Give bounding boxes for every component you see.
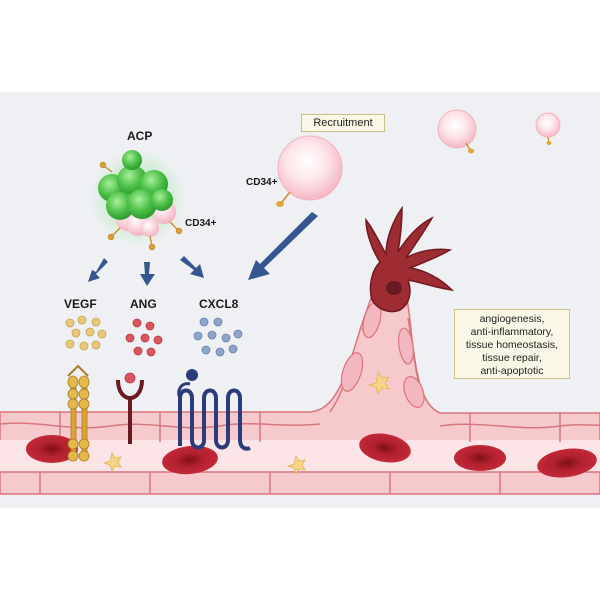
red-blood-cells xyxy=(26,433,597,478)
recruitment-label: Recruitment xyxy=(313,117,373,129)
cd34-cluster-label: CD34+ xyxy=(185,218,217,229)
arrow-to-ang xyxy=(140,262,155,286)
function-line: tissue homeostasis, xyxy=(465,339,559,351)
function-line: anti-apoptotic xyxy=(480,365,544,377)
recruitment-arrow xyxy=(248,212,318,280)
function-line: angiogenesis, xyxy=(479,313,545,325)
ang-molecules xyxy=(125,318,163,357)
cd34-cell-distant-2 xyxy=(535,112,561,145)
function-line: anti-inflammatory, xyxy=(470,326,554,338)
acp-cluster xyxy=(90,150,186,251)
cd34-cell-label: CD34+ xyxy=(246,177,278,188)
arrow-to-vegf xyxy=(88,258,108,282)
endothelial-tip-cell-icon xyxy=(365,205,455,313)
tie-receptor-icon xyxy=(116,372,144,444)
functions-box: angiogenesis, anti-inflammatory, tissue … xyxy=(454,309,570,379)
vegf-label: VEGF xyxy=(64,297,97,311)
ang-label: ANG xyxy=(130,297,157,311)
recruitment-label-box: Recruitment xyxy=(301,114,385,132)
gpcr-receptor-icon xyxy=(177,369,251,451)
arrow-to-cxcl8 xyxy=(180,256,204,278)
cxcl8-molecules xyxy=(193,317,243,357)
cd34-cell-distant-1 xyxy=(437,109,477,154)
blood-vessel xyxy=(0,264,600,495)
vessel-lower-wall xyxy=(0,471,600,495)
function-line: tissue repair, xyxy=(482,352,542,364)
arrows xyxy=(88,212,318,286)
acp-label: ACP xyxy=(127,129,152,143)
vegf-receptor-icon xyxy=(67,364,90,462)
cxcl8-label: CXCL8 xyxy=(199,297,239,311)
cd34-cell xyxy=(276,135,343,207)
vegf-molecules xyxy=(65,315,107,351)
